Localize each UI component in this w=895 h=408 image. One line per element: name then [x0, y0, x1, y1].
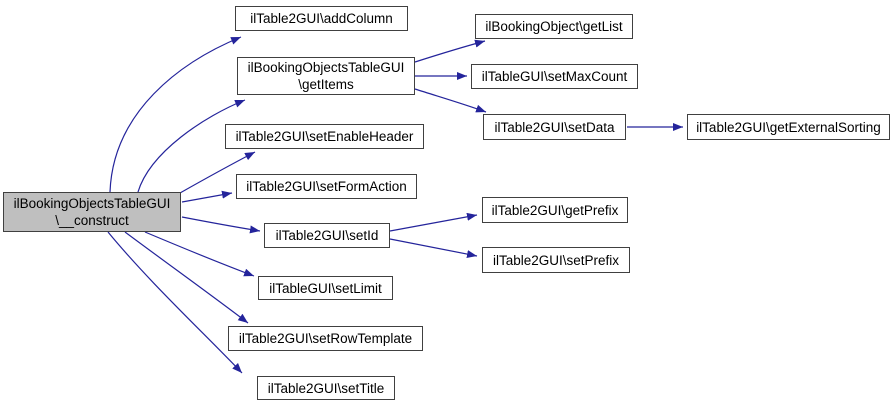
- node-label-line: ilTable2GUI\setId: [275, 228, 379, 243]
- node-ilTable2GUI-getExternalSorting[interactable]: ilTable2GUI\getExternalSorting: [687, 114, 890, 140]
- node-ilBookingObjectsTableGUI-getItems[interactable]: ilBookingObjectsTableGUI \getItems: [237, 57, 415, 95]
- edge-construct-addColumn: [109, 36, 242, 193]
- node-label-line: ilTable2GUI\setTitle: [267, 380, 385, 396]
- node-label-line: ilTable2GUI\addColumn: [250, 11, 393, 26]
- node-label-line: ilBookingObjectsTableGUI: [13, 196, 171, 211]
- node-ilTable2GUI-setEnableHeader[interactable]: ilTable2GUI\setEnableHeader: [225, 124, 424, 149]
- node-label-line: ilTableGUI\setMaxCount: [481, 69, 628, 84]
- node-ilBookingObject-getList[interactable]: ilBookingObject\getList: [475, 14, 633, 39]
- node-label-line: ilTable2GUI\setRowTemplate: [238, 331, 413, 346]
- node-ilTable2GUI-getPrefix[interactable]: ilTable2GUI\getPrefix: [482, 197, 628, 223]
- edge-setId-setPrefix: [389, 238, 478, 259]
- node-label-line: ilTable2GUI\setPrefix: [492, 252, 620, 268]
- node-label-line: ilTable2GUI\getExternalSorting: [696, 119, 881, 135]
- node-ilTable2GUI-setFormAction[interactable]: ilTable2GUI\setFormAction: [236, 174, 417, 199]
- node-label-line: ilBookingObject\getList: [485, 19, 623, 34]
- edge-construct-setTitle: [107, 231, 243, 374]
- edge-getItems-setData: [414, 88, 487, 113]
- node-label-line: \__construct: [55, 213, 129, 228]
- node-label-line: ilBookingObjectsTableGUI: [247, 60, 405, 75]
- node-ilTableGUI-setLimit[interactable]: ilTableGUI\setLimit: [258, 276, 393, 300]
- edge-construct-getItems: [137, 99, 246, 193]
- node-label-line: ilTableGUI\setLimit: [269, 280, 382, 296]
- edge-construct-setEnableHeader: [179, 151, 256, 194]
- edge-construct-setFormAction: [181, 190, 233, 203]
- edge-construct-setRowTemplate: [124, 231, 249, 324]
- node-label-line: ilTable2GUI\setData: [494, 119, 615, 135]
- node-label-line: ilTable2GUI\setFormAction: [246, 179, 407, 194]
- node-ilTable2GUI-setId[interactable]: ilTable2GUI\setId: [264, 223, 390, 248]
- edge-getItems-getList: [414, 39, 486, 63]
- node-ilBookingObjectsTableGUI-construct[interactable]: ilBookingObjectsTableGUI \__construct: [3, 192, 181, 232]
- edge-construct-setId: [181, 216, 261, 234]
- node-label-line: ilTable2GUI\setEnableHeader: [235, 129, 414, 144]
- node-label-line: \getItems: [298, 77, 354, 92]
- node-ilTable2GUI-addColumn[interactable]: ilTable2GUI\addColumn: [235, 6, 408, 31]
- node-ilTable2GUI-setTitle[interactable]: ilTable2GUI\setTitle: [257, 376, 395, 400]
- node-ilTableGUI-setMaxCount[interactable]: ilTableGUI\setMaxCount: [471, 64, 638, 89]
- node-label-line: ilTable2GUI\getPrefix: [491, 202, 619, 218]
- node-ilTable2GUI-setData[interactable]: ilTable2GUI\setData: [483, 114, 626, 140]
- edge-setId-getPrefix: [389, 212, 478, 232]
- node-ilTable2GUI-setRowTemplate[interactable]: ilTable2GUI\setRowTemplate: [228, 326, 423, 351]
- node-ilTable2GUI-setPrefix[interactable]: ilTable2GUI\setPrefix: [482, 247, 630, 273]
- edge-construct-setLimit: [144, 231, 255, 277]
